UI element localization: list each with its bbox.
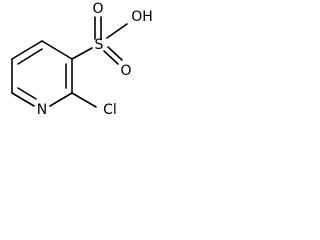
atom-label-cl: Cl <box>103 102 117 118</box>
bond-n1-c6 <box>11 92 35 107</box>
bond-c3-s <box>71 47 93 60</box>
bond-c2-cl <box>71 92 97 108</box>
double-bond-inner-3 <box>17 87 37 100</box>
atom-label-s: S <box>95 37 104 53</box>
bond-s-oh <box>106 23 128 39</box>
bond-s-o-bottom-a <box>103 50 119 65</box>
bond-s-o-bottom-b <box>107 46 123 61</box>
bond-c2-n1 <box>49 92 73 107</box>
structure-canvas: N Cl S O O OH <box>0 0 161 133</box>
double-bond-inner-1 <box>17 48 43 65</box>
atom-label-n: N <box>37 102 47 118</box>
chemical-structure: N Cl S O O OH <box>11 1 153 118</box>
bond-c4-c5 <box>11 40 43 60</box>
atom-label-o-top: O <box>92 1 103 17</box>
atom-label-o-bottom: O <box>120 63 131 79</box>
bond-c4-c3 <box>41 40 73 60</box>
atom-label-oh: OH <box>131 9 153 25</box>
